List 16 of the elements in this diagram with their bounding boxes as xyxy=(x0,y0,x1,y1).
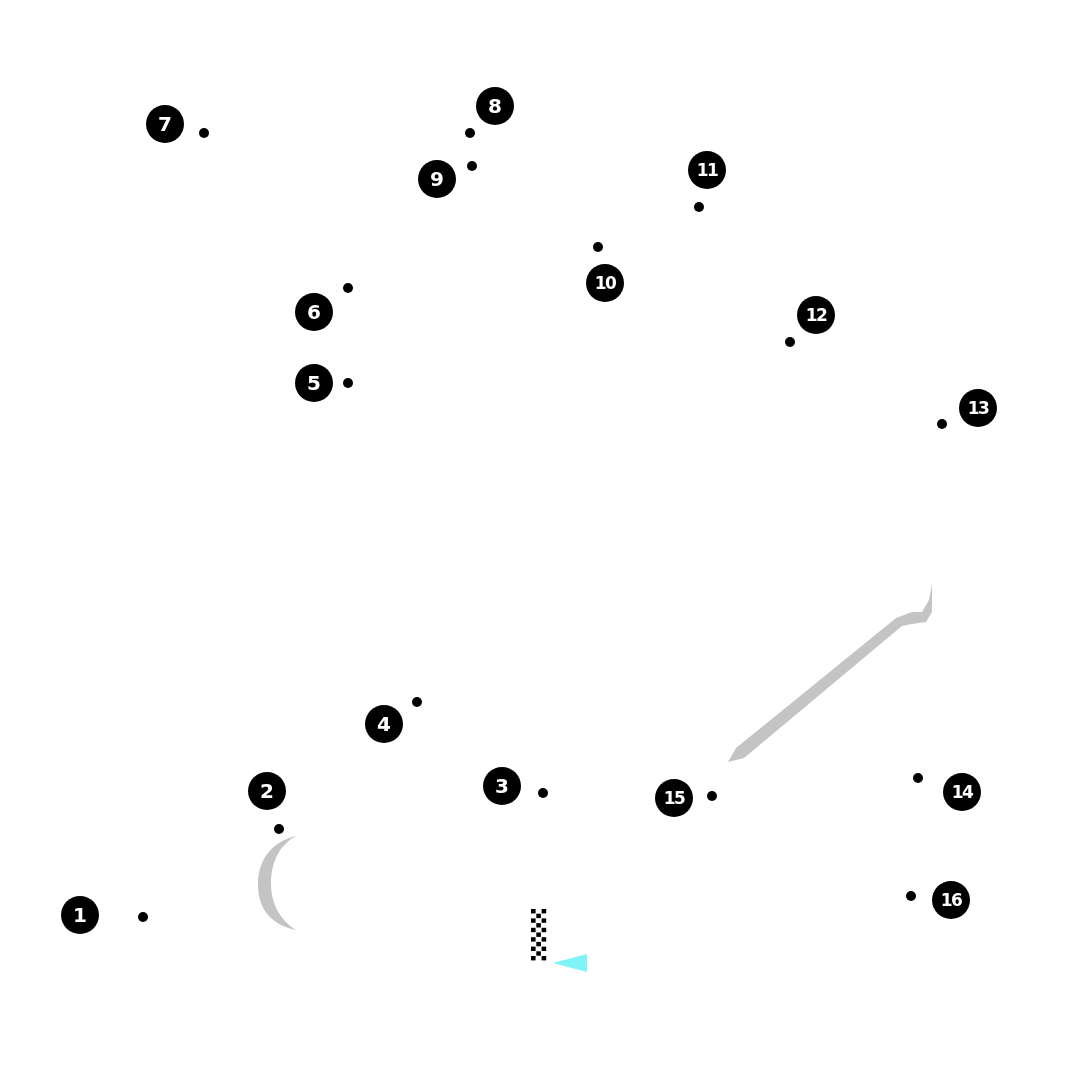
callout-number: 11 xyxy=(688,151,726,189)
callout-number: 9 xyxy=(418,160,456,198)
callout-number: 3 xyxy=(483,767,521,805)
callout-number: 12 xyxy=(797,296,835,334)
callout-number: 10 xyxy=(586,264,624,302)
callout-number: 2 xyxy=(248,772,286,810)
callout-number: 1 xyxy=(61,896,99,934)
callout-number: 8 xyxy=(476,87,514,125)
callout-number: 15 xyxy=(655,779,693,817)
callout-number: 13 xyxy=(959,389,997,427)
callout-number: 4 xyxy=(365,705,403,743)
callout-number: 16 xyxy=(932,881,970,919)
callout-number: 5 xyxy=(295,364,333,402)
callout-number: 14 xyxy=(943,773,981,811)
callout-number: 6 xyxy=(295,293,333,331)
callout-number: 7 xyxy=(146,105,184,143)
